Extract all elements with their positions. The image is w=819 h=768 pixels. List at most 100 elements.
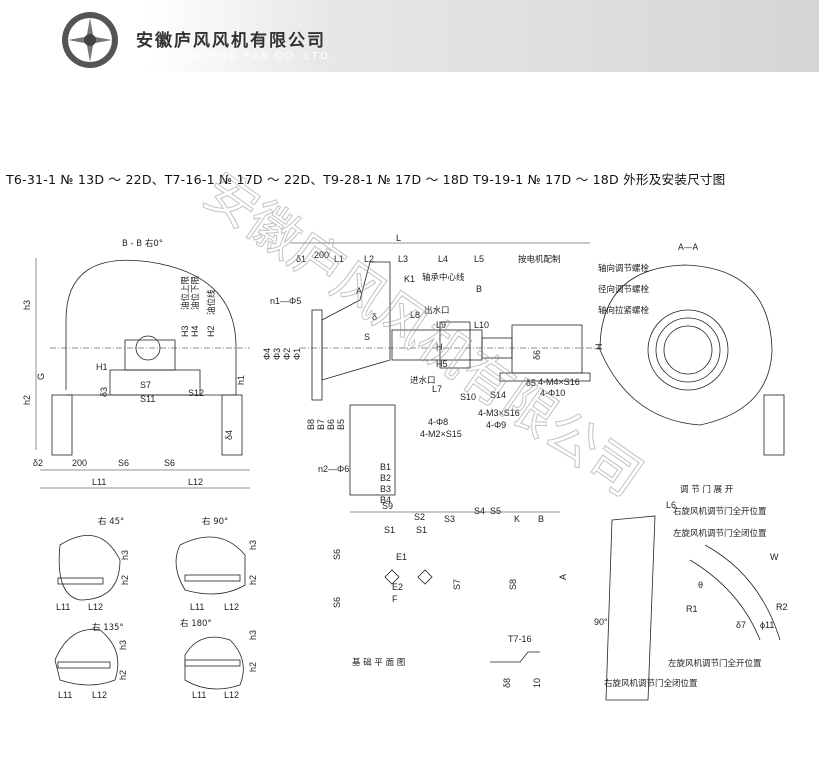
dim-L1: L1 (334, 254, 344, 264)
view-t716: T7-16 δ8 10 (490, 634, 542, 688)
dim-L3: L3 (398, 254, 408, 264)
view-t716-title: T7-16 (508, 634, 532, 644)
dim-S6-found-b: S6 (332, 597, 342, 608)
dim-d7: δ7 (736, 620, 746, 630)
dim-90deg: 90° (594, 617, 608, 627)
dim-B3: B3 (380, 484, 391, 494)
header-band (0, 0, 819, 72)
label-radial-adjust: 径向调节螺栓 (598, 284, 650, 295)
dim-d4: δ4 (224, 430, 234, 440)
company-name-cn: 安徽庐风风机有限公司 (136, 31, 326, 51)
dim-L7: L7 (432, 384, 442, 394)
dim-d6: δ6 (532, 350, 542, 360)
side-coupling (481, 337, 513, 359)
view-damper: 调 节 门 展 开 L6 右旋风机调节门全开位置 左旋风机调节门全闭位置 左旋风… (594, 484, 788, 701)
aa-ring-outer (647, 309, 729, 391)
dim-phi4: Φ4 (262, 348, 272, 360)
dim-phi2: Φ2 (282, 348, 292, 360)
view-rot180: 右 180° L11 L12 h3 h2 (180, 618, 258, 700)
rot135-h3: h3 (118, 640, 128, 650)
side-inlet-flange (311, 309, 323, 401)
view-bb-title: B - B 右0° (122, 238, 163, 249)
dim-E2: E2 (392, 582, 403, 592)
label-oil-upper: 油位上限 (180, 275, 191, 310)
view-aa: A—A 轴向调节螺栓 径向调节螺栓 轴向拉紧螺栓 (598, 243, 785, 456)
dim-M3S16: 4-M3×S16 (478, 408, 520, 418)
dim-H3: H3 (180, 325, 190, 337)
view-bb: B - B 右0° h3 h2 G h1 δ4 H1 δ3 S7 S11 S12… (22, 238, 250, 489)
dim-K1: K1 (404, 274, 415, 284)
dim-A-side: A (356, 286, 362, 296)
rot90-h3: h3 (248, 540, 258, 550)
dim-L5: L5 (474, 254, 484, 264)
label-left-closed: 左旋风机调节门全闭位置 (673, 528, 767, 539)
side-casing (321, 261, 391, 381)
rot45-h3: h3 (120, 550, 130, 560)
bb-flange-left (51, 394, 73, 456)
dim-B1: B1 (380, 462, 391, 472)
view-rot180-title: 右 180° (180, 618, 212, 629)
label-outlet: 出水口 (424, 305, 450, 316)
dim-B2: B2 (380, 473, 391, 483)
side-motor (511, 324, 583, 374)
view-rot45-title: 右 45° (98, 516, 124, 527)
side-motor-base (499, 372, 591, 382)
dim-L8: L8 (410, 310, 420, 320)
dim-L11: L11 (92, 477, 106, 487)
view-damper-title: 调 节 门 展 开 (680, 484, 734, 495)
dim-H5: H5 (436, 359, 448, 369)
side-base-frame (349, 404, 396, 496)
view-foundation-title: 基 础 平 面 图 (352, 657, 405, 668)
dim-phi3: Φ3 (272, 348, 282, 360)
dim-K: K (514, 514, 520, 524)
dim-phi9: 4-Φ9 (486, 420, 506, 430)
found-marker-b (417, 569, 433, 585)
view-rot45: 右 45° L11 L12 h3 h2 (56, 516, 130, 612)
dim-F: F (392, 594, 398, 604)
dim-h3: h3 (22, 300, 32, 310)
aa-ring-inner (663, 325, 713, 375)
rot45-casing (58, 535, 121, 601)
side-bearing (439, 321, 471, 369)
damper-arc-outer (704, 544, 781, 641)
dim-S7-found: S7 (452, 579, 462, 590)
aa-ring-mid (655, 317, 721, 383)
rot180-L12: L12 (224, 690, 239, 700)
dim-L9: L9 (436, 320, 446, 330)
dim-S12: S12 (188, 388, 204, 398)
rot45-h2: h2 (120, 575, 130, 585)
dim-n2phi6: n2—Φ6 (318, 464, 349, 474)
rot180-h3: h3 (248, 630, 258, 640)
dim-H6: H (436, 342, 443, 352)
view-rot135-title: 右 135° (92, 622, 124, 633)
aa-casing (599, 264, 773, 426)
label-oil-line: 油位线 (206, 289, 217, 315)
damper-arc-inner (689, 559, 761, 641)
dim-S4: S4 (474, 506, 485, 516)
dim-S1-b: S1 (416, 525, 427, 535)
dim-phi10: 4-Φ10 (540, 388, 565, 398)
rot90-casing (175, 536, 246, 595)
dim-R1: R1 (686, 604, 698, 614)
dim-B-side: B (476, 284, 482, 294)
dim-200-bb: 200 (72, 458, 87, 468)
label-right-closed: 右旋风机调节门全闭位置 (604, 678, 698, 689)
dim-h2: h2 (22, 395, 32, 405)
label-oil-lower: 油位下限 (190, 275, 201, 310)
aa-flange (763, 394, 785, 456)
label-right-open: 右旋风机调节门全开位置 (673, 506, 767, 517)
dim-B4: B4 (380, 495, 391, 505)
bb-casing (65, 259, 237, 395)
dim-S14: S14 (490, 390, 506, 400)
dim-H4: H4 (190, 325, 200, 337)
rot135-L11: L11 (58, 690, 72, 700)
rot90-L11: L11 (190, 602, 204, 612)
bb-pedestal (109, 369, 201, 396)
dim-S9: S9 (382, 501, 393, 511)
dim-S7: S7 (140, 380, 151, 390)
dim-B8: B8 (306, 419, 316, 430)
dim-S8: S8 (508, 579, 518, 590)
rot90-h2: h2 (248, 575, 258, 585)
label-motor: 按电机配制 (518, 254, 561, 265)
damper-plate (605, 515, 656, 701)
